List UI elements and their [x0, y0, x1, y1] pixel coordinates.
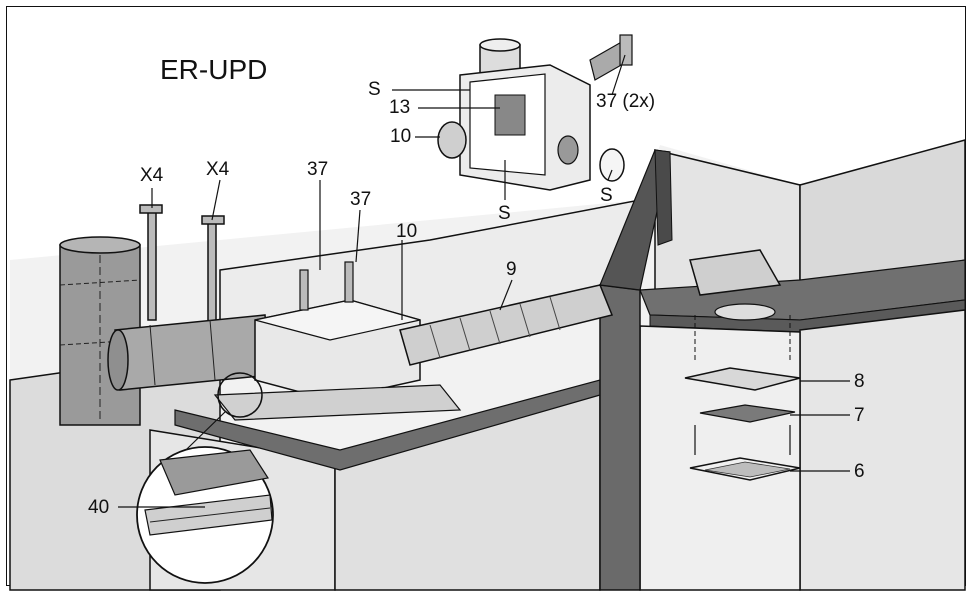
- inset-device: [437, 34, 633, 191]
- label-7: 7: [854, 405, 865, 426]
- flexible-duct: [399, 249, 782, 366]
- grille-assembly: [684, 303, 801, 481]
- label-s-bottom: S: [498, 203, 511, 224]
- label-9: 9: [506, 259, 517, 280]
- label-13: 13: [389, 97, 411, 118]
- label-37-2x: 37 (2x): [596, 91, 656, 112]
- horizontal-duct-left: [107, 314, 271, 391]
- diagram-title: ER-UPD: [160, 54, 268, 85]
- label-8: 8: [854, 371, 865, 392]
- label-x4-left: X4: [140, 165, 164, 186]
- label-37-a: 37: [307, 159, 329, 180]
- label-s-top: S: [368, 79, 381, 100]
- leader-lines: [118, 54, 850, 508]
- detail-magnifier: [136, 372, 274, 584]
- label-10-inset: 10: [390, 126, 412, 147]
- fan-box: [213, 261, 462, 421]
- label-10: 10: [396, 221, 418, 242]
- label-37-b: 37: [350, 189, 372, 210]
- label-6: 6: [854, 461, 865, 482]
- label-40: 40: [88, 497, 110, 518]
- label-x4-right: X4: [206, 159, 230, 180]
- label-s-right: S: [600, 185, 613, 206]
